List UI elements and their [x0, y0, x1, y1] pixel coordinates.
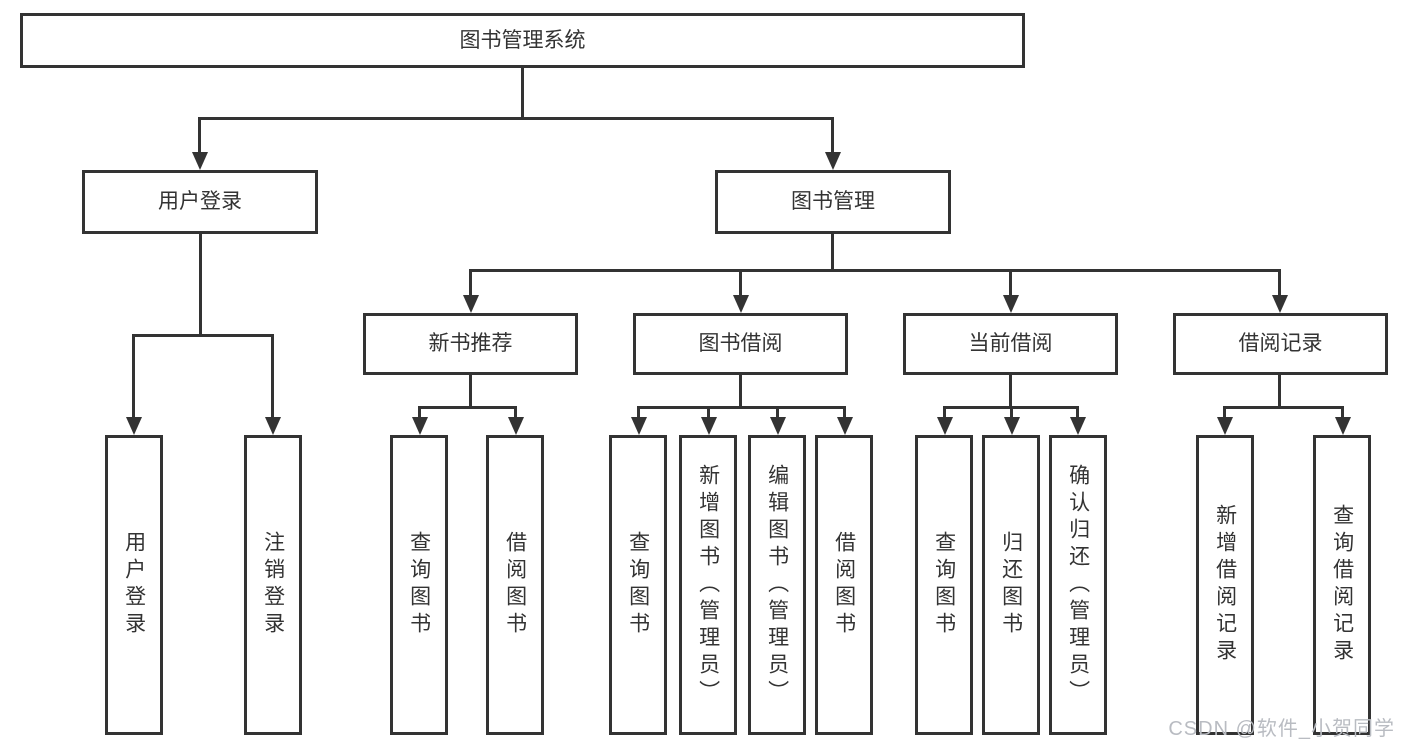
connector-leaf-stem [1076, 406, 1079, 417]
connector-l3-stem [1278, 269, 1281, 295]
leaf-query-books-recommend: 查询图书 [390, 435, 448, 735]
connector-leaf-stem [707, 406, 710, 417]
connector-newbook-down [469, 375, 472, 408]
node-new-book-recommend-label: 新书推荐 [428, 332, 513, 356]
connector-bookborrow-down [739, 375, 742, 408]
leaf-query-borrow-record: 查询借阅记录 [1313, 435, 1371, 735]
node-book-management: 图书管理 [715, 170, 951, 234]
arrow-down-icon [701, 417, 717, 435]
leaf-add-book-admin: 新增图书（管理员） [679, 435, 737, 735]
node-borrow-records-label: 借阅记录 [1238, 332, 1323, 356]
leaf-add-borrow-record: 新增借阅记录 [1196, 435, 1254, 735]
connector-leaf-stem [776, 406, 779, 417]
connector-leaf-stem [637, 406, 640, 417]
arrow-down-icon [463, 295, 479, 313]
arrow-down-icon [412, 417, 428, 435]
node-book-management-label: 图书管理 [791, 190, 875, 214]
leaf-confirm-return-admin: 确认归还（管理员） [1049, 435, 1107, 735]
node-user-login-label: 用户登录 [158, 190, 242, 214]
arrow-down-icon [631, 417, 647, 435]
node-current-borrow-label: 当前借阅 [968, 332, 1053, 356]
arrow-down-icon [508, 417, 524, 435]
connector-userlogin-down [199, 234, 202, 337]
node-current-borrow: 当前借阅 [903, 313, 1118, 375]
connector-leaf-stem [843, 406, 846, 417]
leaf-edit-book-admin: 编辑图书（管理员） [748, 435, 806, 735]
connector-leaf-stem [1223, 406, 1226, 417]
connector-borrowrecords-split [1223, 406, 1344, 409]
arrow-down-icon [1004, 417, 1020, 435]
connector-leaf-stem [943, 406, 946, 417]
leaf-return-books: 归还图书 [982, 435, 1040, 735]
leaf-logout: 注销登录 [244, 435, 302, 735]
connector-bookborrow-split [637, 406, 846, 409]
arrow-down-icon [1003, 295, 1019, 313]
arrow-down-icon [937, 417, 953, 435]
connector-borrowrecords-down [1278, 375, 1281, 408]
node-new-book-recommend: 新书推荐 [363, 313, 578, 375]
arrow-down-icon [733, 295, 749, 313]
connector-bookmgmt-down [831, 234, 834, 272]
connector-l3-stem [469, 269, 472, 295]
node-root-label: 图书管理系统 [459, 28, 586, 52]
node-borrow-records: 借阅记录 [1173, 313, 1388, 375]
arrow-down-icon [1217, 417, 1233, 435]
connector-bookmgmt-split [469, 269, 1281, 272]
arrow-down-icon [837, 417, 853, 435]
leaf-borrow-books-recommend: 借阅图书 [486, 435, 544, 735]
connector-root-stem [521, 68, 524, 120]
connector-leaf-stem [1341, 406, 1344, 417]
connector-currentborrow-down [1009, 375, 1012, 408]
connector-bookmgmt-stem [831, 117, 834, 152]
arrow-down-icon [825, 152, 841, 170]
node-user-login: 用户登录 [82, 170, 318, 234]
leaf-query-books-borrow: 查询图书 [609, 435, 667, 735]
arrow-down-icon [192, 152, 208, 170]
connector-l3-stem [1009, 269, 1012, 295]
arrow-down-icon [1335, 417, 1351, 435]
arrow-down-icon [1070, 417, 1086, 435]
connector-userlogin-split [132, 334, 274, 337]
connector-leaf-stem [132, 334, 135, 417]
connector-leaf-stem [514, 406, 517, 417]
node-book-borrow: 图书借阅 [633, 313, 848, 375]
arrow-down-icon [1272, 295, 1288, 313]
node-book-borrow-label: 图书借阅 [698, 332, 783, 356]
connector-root-split [198, 117, 833, 120]
arrow-down-icon [126, 417, 142, 435]
node-root: 图书管理系统 [20, 13, 1025, 68]
connector-l3-stem [739, 269, 742, 295]
arrow-down-icon [265, 417, 281, 435]
connector-userlogin-stem [198, 117, 201, 152]
arrow-down-icon [770, 417, 786, 435]
csdn-watermark: CSDN @软件_小贺同学 [1168, 718, 1395, 740]
leaf-user-login: 用户登录 [105, 435, 163, 735]
leaf-borrow-books: 借阅图书 [815, 435, 873, 735]
leaf-query-books-current: 查询图书 [915, 435, 973, 735]
connector-leaf-stem [271, 334, 274, 417]
connector-newbook-split [418, 406, 517, 409]
connector-leaf-stem [1010, 406, 1013, 417]
connector-leaf-stem [418, 406, 421, 417]
